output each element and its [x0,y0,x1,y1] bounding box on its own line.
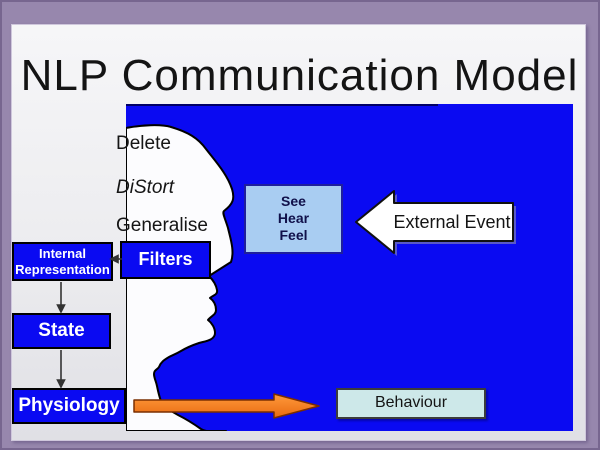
annotation-delete: Delete [116,133,171,154]
page-title: NLP Communication Model [20,51,579,100]
feel-label: Feel [279,227,308,243]
hear-label: Hear [277,210,310,226]
external-event-label: External Event [393,212,510,232]
physiology-box: Physiology [12,388,126,424]
external-event-arrow-shape [355,190,514,254]
state-to-physiology-arrowhead [56,379,66,389]
see-label: See [281,193,306,209]
see-hear-feel-box: See Hear Feel [244,184,343,254]
internal-to-state-arrowhead [56,304,66,314]
behaviour-box: Behaviour [336,388,486,419]
orange-arrow-shape [133,393,320,419]
internal-representation-box: Internal Representation [12,242,113,281]
annotation-distort: DiStort [116,177,175,198]
annotation-generalise: Generalise [116,215,208,236]
internal-representation-line1: Internal [39,246,86,261]
filters-box: Filters [120,241,211,279]
slide: NLP Communication Model Delete DiStort G… [11,24,586,441]
external-event-arrow: External Event [355,190,516,256]
state-box: State [12,313,111,349]
physiology-to-behaviour-arrow [133,393,320,419]
internal-representation-line2: Representation [15,262,110,277]
